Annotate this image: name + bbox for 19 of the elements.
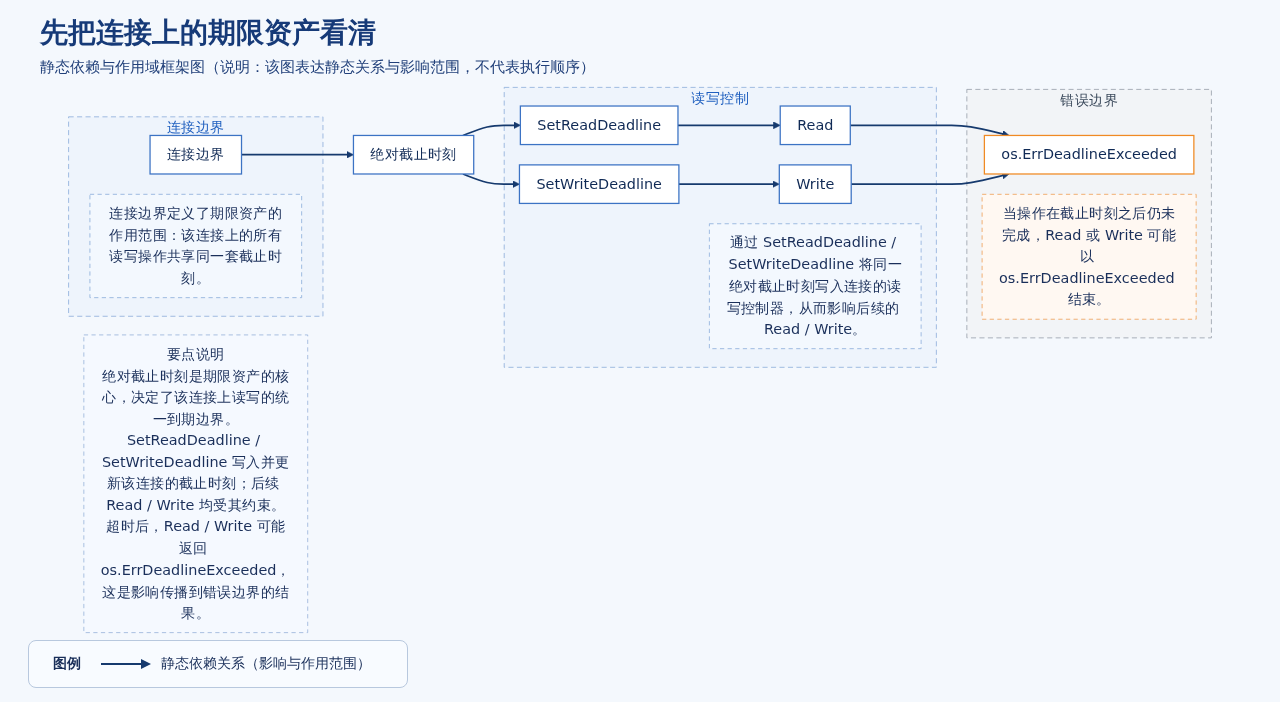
legend-title: 图例: [53, 655, 81, 673]
node-box: Write: [778, 164, 852, 205]
arrow: [462, 173, 520, 188]
node-box: 连接边界定义了期限资产的作用范围：该连接上的所有读写操作共享同一套截止时刻。: [89, 193, 303, 299]
node-box: 通过 SetReadDeadline / SetWriteDeadline 将同一绝对截止时刻写入连接的读写控制器，从而影响后续的 Read / Write。: [708, 223, 922, 350]
node-box: 要点说明 绝对截止时刻是期限资产的核心，决定了该连接上读写的统一到期边界。 SetReadDeadline / SetWriteDeadline 写入并更新该连接的截止时刻；后续 Read / Write 均受其约束。 超时后，Read / Write 可能返回 os.ErrDeadlineExceeded，这是影响传播到错误边界的结果。: [83, 334, 309, 634]
node-box: Read: [779, 105, 851, 146]
title: 先把连接上的期限资产看清: [40, 15, 377, 51]
node-box: 连接边界: [149, 134, 243, 175]
node-box: SetWriteDeadline: [518, 164, 680, 205]
arrow: [678, 180, 780, 188]
node-box: 当操作在截止时刻之后仍未完成，Read 或 Write 可能以 os.ErrDeadlineExceeded 结束。: [981, 193, 1197, 320]
node-box: 绝对截止时刻: [352, 134, 475, 175]
legend-text: 静态依赖关系（影响与作用范围）: [161, 655, 371, 673]
node-box: SetReadDeadline: [519, 105, 679, 146]
node-box: os.ErrDeadlineExceeded: [983, 134, 1195, 175]
arrow: [462, 121, 521, 137]
arrow: [677, 121, 781, 129]
subtitle: 静态依赖与作用域框架图（说明：该图表达静态关系与影响范围，不代表执行顺序）: [40, 58, 595, 77]
